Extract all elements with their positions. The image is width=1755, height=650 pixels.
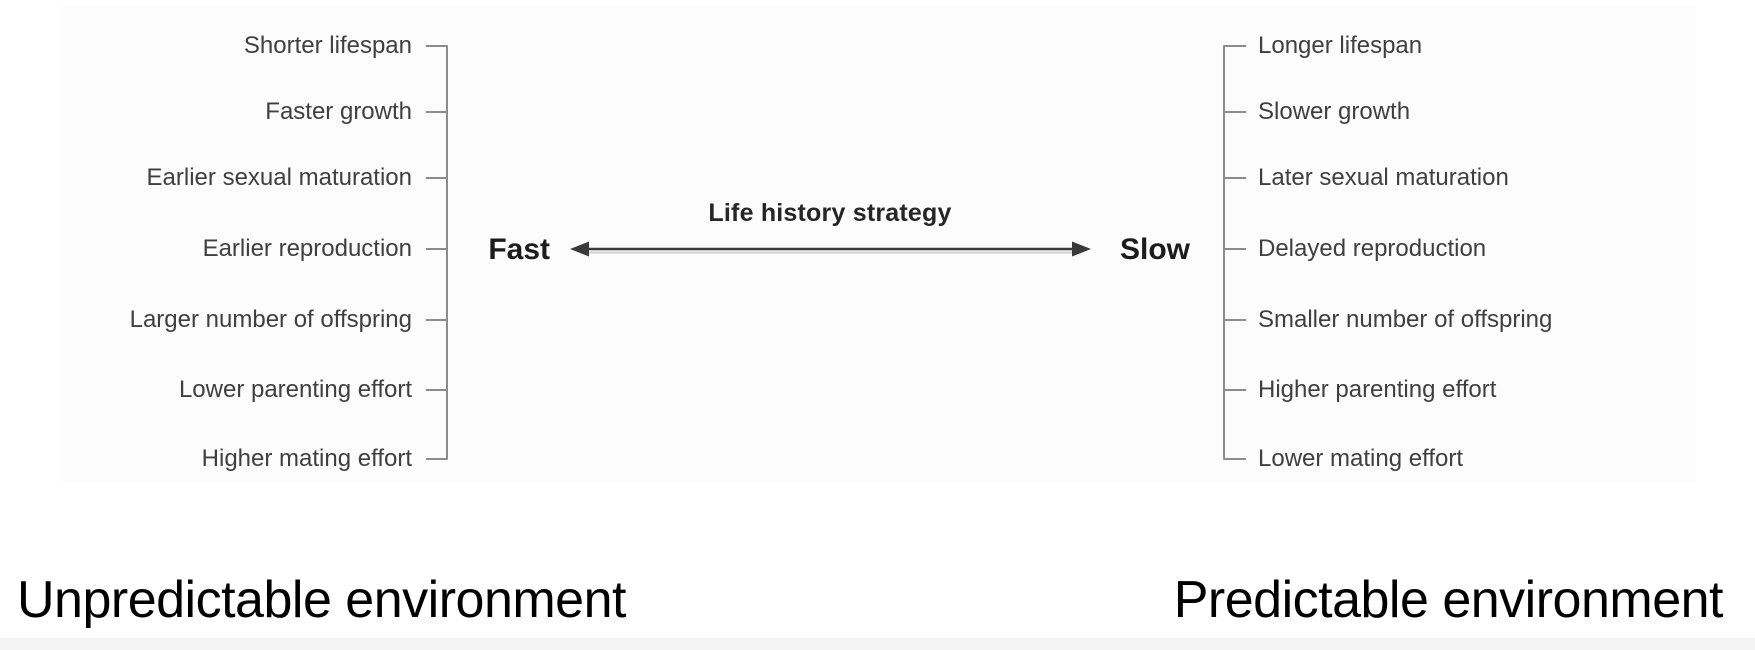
slow-label: Slow xyxy=(1120,233,1191,266)
fast-label: Fast xyxy=(488,233,550,266)
fast-trait-maturation: Earlier sexual maturation xyxy=(146,164,412,191)
diagram-image-backdrop xyxy=(60,6,1696,482)
bottom-edge-strip xyxy=(0,638,1755,650)
slow-trait-mating: Lower mating effort xyxy=(1258,445,1463,472)
arrowhead-left xyxy=(570,241,589,257)
slow-trait-parenting: Higher parenting effort xyxy=(1258,376,1497,403)
slow-trait-lifespan: Longer lifespan xyxy=(1258,32,1423,59)
fast-trait-reproduction: Earlier reproduction xyxy=(202,235,412,262)
slow-trait-growth: Slower growth xyxy=(1258,98,1411,125)
fast-trait-lifespan: Shorter lifespan xyxy=(243,32,412,59)
axis-title: Life history strategy xyxy=(708,199,952,227)
unpredictable-environment-label: Unpredictable environment xyxy=(17,571,626,629)
fast-trait-growth: Faster growth xyxy=(265,98,412,125)
predictable-environment-label: Predictable environment xyxy=(1173,571,1724,629)
fast-trait-parenting: Lower parenting effort xyxy=(178,376,412,403)
fast-slow-arrow xyxy=(570,241,1091,257)
arrowhead-right xyxy=(1072,241,1091,257)
slow-trait-maturation: Later sexual maturation xyxy=(1258,164,1509,191)
fast-bracket xyxy=(426,45,448,460)
slow-bracket xyxy=(1223,45,1246,460)
fast-trait-offspring: Larger number of offspring xyxy=(129,306,412,333)
fast-trait-mating: Higher mating effort xyxy=(201,445,412,472)
slow-trait-offspring: Smaller number of offspring xyxy=(1258,306,1553,333)
slow-trait-reproduction: Delayed reproduction xyxy=(1258,235,1487,262)
